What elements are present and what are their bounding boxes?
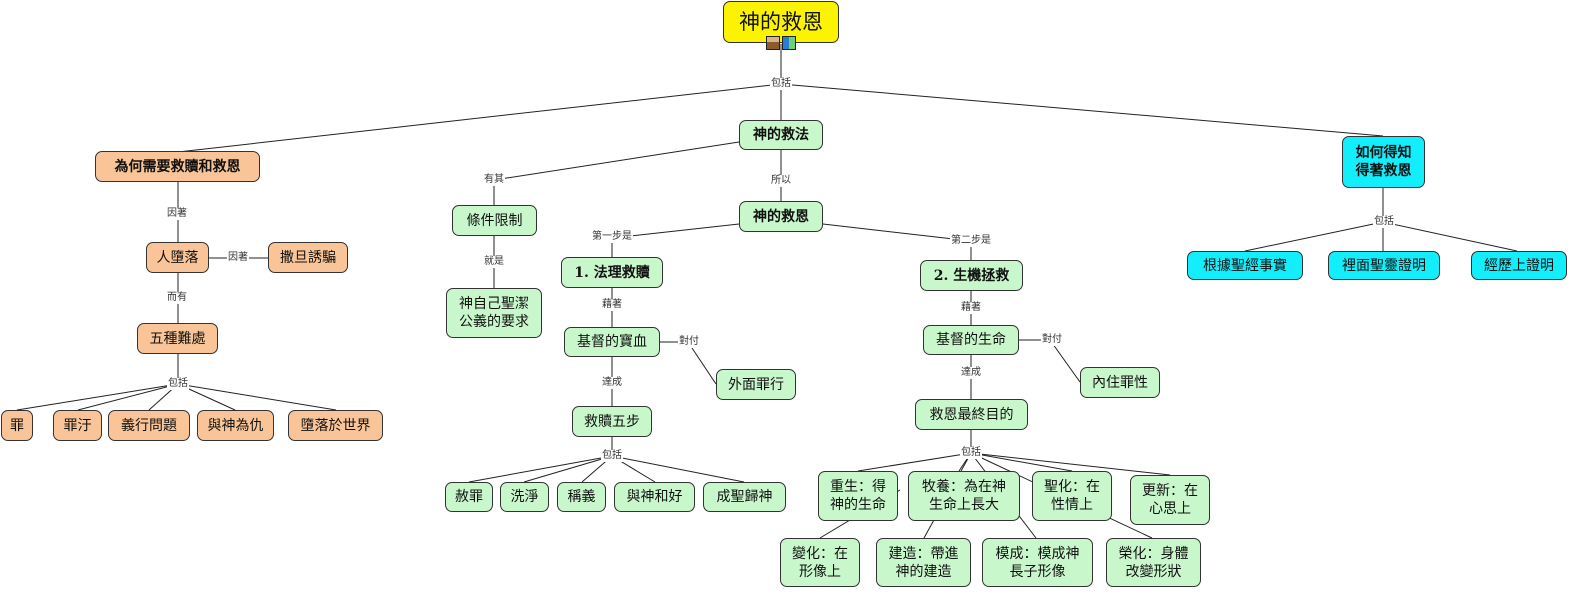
node-build[interactable]: 建造：帶進 神的建造 bbox=[876, 538, 971, 587]
node-history[interactable]: 經歷上證明 bbox=[1471, 251, 1567, 280]
node-world[interactable]: 墮落於世界 bbox=[288, 410, 383, 441]
node-transform[interactable]: 變化：在 形像上 bbox=[780, 538, 860, 587]
node-five-steps[interactable]: 救贖五步 bbox=[572, 406, 652, 437]
node-spirit[interactable]: 裡面聖靈證明 bbox=[1328, 251, 1440, 280]
node-regen[interactable]: 重生：得 神的生命 bbox=[818, 471, 898, 521]
node-wash[interactable]: 洗淨 bbox=[500, 482, 549, 512]
node-outer-sin[interactable]: 外面罪行 bbox=[716, 369, 796, 400]
edge-label-include-know: 包括 bbox=[1373, 216, 1395, 228]
edge-label-by-blood: 藉著 bbox=[601, 299, 623, 311]
node-blood[interactable]: 基督的寶血 bbox=[564, 327, 660, 357]
node-five[interactable]: 五種難處 bbox=[137, 323, 218, 354]
edge-label-achieve-goal: 達成 bbox=[960, 367, 982, 379]
edge-label-and-have: 而有 bbox=[166, 292, 188, 304]
edge-label-because-satan: 因著 bbox=[227, 252, 249, 264]
node-how-know[interactable]: 如何得知 得著救恩 bbox=[1342, 136, 1425, 188]
node-step2[interactable]: 2. 生機拯救 bbox=[920, 260, 1023, 291]
edge-label-include-five: 包括 bbox=[167, 378, 189, 390]
edge-label-include-goal: 包括 bbox=[960, 447, 982, 459]
node-satan[interactable]: 撒旦誘騙 bbox=[268, 242, 348, 273]
node-method[interactable]: 神的救法 bbox=[739, 120, 823, 150]
node-why[interactable]: 為何需要救贖和救恩 bbox=[95, 151, 260, 182]
root-node[interactable]: 神的救恩 bbox=[723, 1, 839, 43]
node-enmity[interactable]: 與神為仇 bbox=[197, 410, 274, 441]
root-icons bbox=[766, 36, 796, 50]
node-final-goal[interactable]: 救恩最終目的 bbox=[915, 399, 1028, 430]
edge-label-include-root: 包括 bbox=[770, 78, 792, 90]
node-righteous-problem[interactable]: 義行問題 bbox=[108, 410, 190, 441]
node-nourish[interactable]: 牧養：為在神 生命上長大 bbox=[908, 471, 1020, 521]
node-condition[interactable]: 條件限制 bbox=[452, 205, 537, 236]
node-scripture[interactable]: 根據聖經事實 bbox=[1187, 251, 1303, 280]
node-justify[interactable]: 稱義 bbox=[557, 482, 606, 512]
node-sanctify[interactable]: 聖化：在 性情上 bbox=[1032, 471, 1112, 521]
edge-label-therefore: 所以 bbox=[770, 175, 792, 187]
node-forgive[interactable]: 赦罪 bbox=[445, 482, 493, 512]
edge-label-include-steps: 包括 bbox=[601, 450, 623, 462]
edge-label-deal-inner: 對付 bbox=[1041, 334, 1063, 346]
node-inner-sin[interactable]: 內住罪性 bbox=[1080, 367, 1160, 398]
edge-label-by-life: 藉著 bbox=[960, 302, 982, 314]
edge-label-achieve-steps: 達成 bbox=[601, 377, 623, 389]
edge-label-have-its: 有其 bbox=[483, 174, 505, 186]
edge-label-because: 因著 bbox=[166, 208, 188, 220]
node-life[interactable]: 基督的生命 bbox=[923, 325, 1019, 355]
node-salvation[interactable]: 神的救恩 bbox=[739, 201, 823, 232]
node-renew[interactable]: 更新：在 心思上 bbox=[1130, 475, 1210, 525]
node-step1[interactable]: 1. 法理救贖 bbox=[561, 257, 663, 288]
edge-label-is: 就是 bbox=[483, 256, 505, 268]
edge-label-deal-outer: 對付 bbox=[678, 336, 700, 348]
node-conform[interactable]: 模成：模成神 長子形像 bbox=[982, 538, 1093, 587]
node-glorify[interactable]: 榮化：身體 改變形狀 bbox=[1106, 538, 1201, 587]
node-sin[interactable]: 罪 bbox=[1, 410, 33, 441]
node-sanctify-return[interactable]: 成聖歸神 bbox=[703, 482, 786, 512]
edge-label-second-step: 第二步是 bbox=[950, 235, 992, 247]
node-god-requirement[interactable]: 神自己聖潔 公義的要求 bbox=[446, 288, 542, 338]
node-filth[interactable]: 罪汙 bbox=[53, 410, 102, 441]
document-icon[interactable] bbox=[766, 36, 780, 50]
node-reconcile[interactable]: 與神和好 bbox=[614, 482, 695, 512]
node-fall[interactable]: 人墮落 bbox=[146, 242, 209, 273]
book-icon[interactable] bbox=[782, 36, 796, 50]
edge-label-first-step: 第一步是 bbox=[591, 231, 633, 243]
